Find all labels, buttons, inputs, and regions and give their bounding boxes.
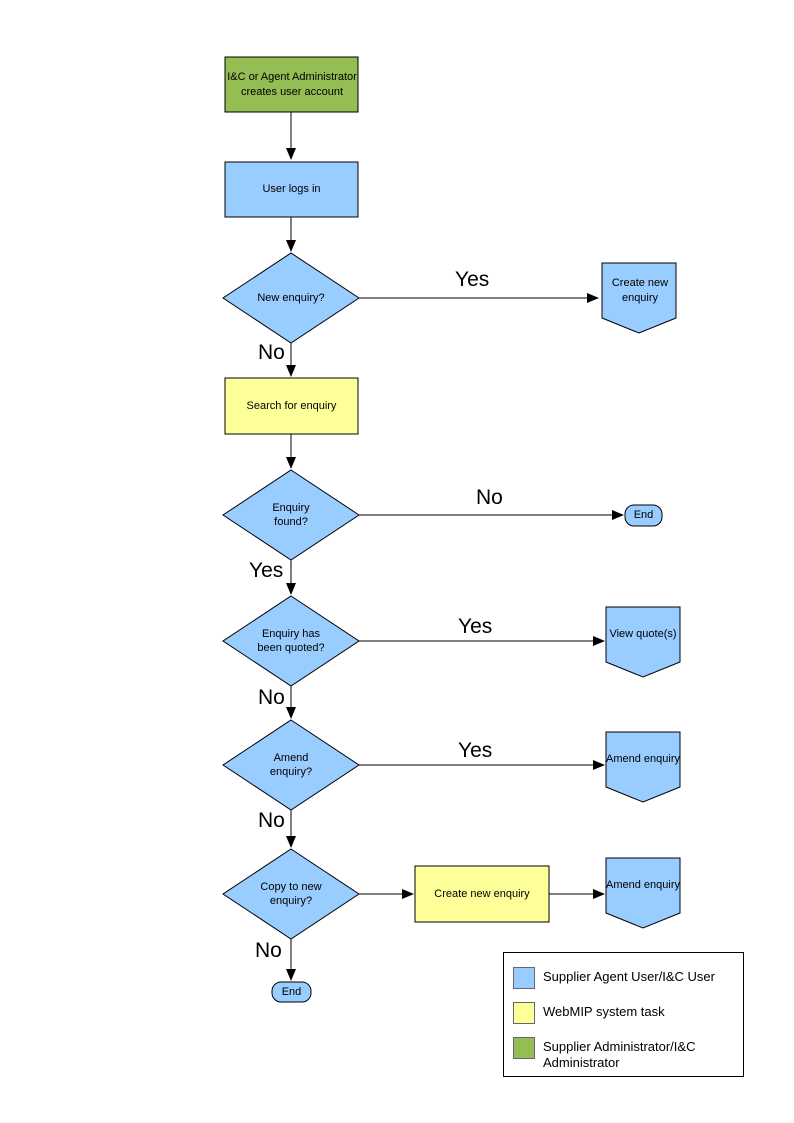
enquiry-found-decision-label: Enquiry found? [272, 501, 310, 528]
branch-label-new-enquiry-no: No [258, 341, 285, 364]
amend-enquiry-offpage-label-2: Amend enquiry [606, 879, 680, 892]
branch-label-quoted-yes: Yes [458, 615, 493, 638]
end-terminator-top-label: End [633, 509, 654, 522]
legend-row-user: Supplier Agent User/I&C User [513, 967, 734, 989]
new-enquiry-decision-node [222, 252, 360, 344]
user-login-node [224, 161, 359, 218]
branch-label-amend-no: No [258, 809, 285, 832]
search-for-enquiry-label: Search for enquiry [246, 399, 337, 412]
branch-label-quoted-no: No [258, 686, 285, 709]
create-new-enquiry-task-label: Create new enquiry [434, 887, 530, 900]
end-terminator-bottom [271, 981, 312, 1003]
amend-enquiry-offpage-label-1: Amend enquiry [606, 753, 680, 766]
amend-enquiry-offpage-node-2 [605, 857, 681, 929]
view-quotes-offpage-node [605, 606, 681, 678]
legend-label-user-task: Supplier Agent User/I&C User [543, 969, 715, 984]
amend-enquiry-decision-node [222, 719, 360, 811]
copy-to-new-enquiry-decision-label: Copy to new enquiry? [260, 880, 322, 907]
branch-label-new-enquiry-yes: Yes [455, 268, 490, 291]
create-new-enquiry-offpage-node [601, 262, 677, 334]
enquiry-found-decision-node [222, 469, 360, 561]
create-new-enquiry-offpage-label: Create new enquiry [611, 277, 669, 304]
search-for-enquiry-node [224, 377, 359, 435]
enquiry-quoted-decision-node [222, 595, 360, 687]
branch-label-enquiry-found-no: No [476, 486, 503, 509]
copy-to-new-enquiry-decision-node [222, 848, 360, 940]
end-terminator-top [624, 504, 663, 527]
enquiry-quoted-decision-label: Enquiry has been quoted? [257, 627, 325, 654]
legend-row-admin: Supplier Administrator/I&C Administrator [513, 1037, 734, 1071]
legend-row-system: WebMIP system task [513, 1002, 734, 1024]
end-terminator-bottom-label: End [281, 985, 302, 998]
legend-swatch-system-task [513, 1002, 535, 1024]
branch-label-enquiry-found-yes: Yes [249, 559, 284, 582]
legend-swatch-user-task [513, 967, 535, 989]
admin-create-label: I&C or Agent Administrator creates user … [227, 71, 357, 98]
legend-label-admin-task: Supplier Administrator/I&C Administrator [543, 1039, 696, 1070]
branch-label-amend-yes: Yes [458, 739, 493, 762]
view-quotes-offpage-label: View quote(s) [609, 628, 677, 641]
create-new-enquiry-task-node [414, 865, 550, 923]
amend-enquiry-decision-label: Amend enquiry? [269, 751, 313, 778]
amend-enquiry-offpage-node-1 [605, 731, 681, 803]
legend-swatch-admin-task [513, 1037, 535, 1059]
legend-label-system-task: WebMIP system task [543, 1004, 665, 1019]
new-enquiry-decision-label: New enquiry? [257, 291, 325, 304]
admin-create-node [224, 56, 359, 113]
user-login-label: User logs in [262, 183, 321, 196]
legend: Supplier Agent User/I&C User WebMIP syst… [503, 952, 744, 1077]
branch-label-copy-no: No [255, 939, 282, 962]
